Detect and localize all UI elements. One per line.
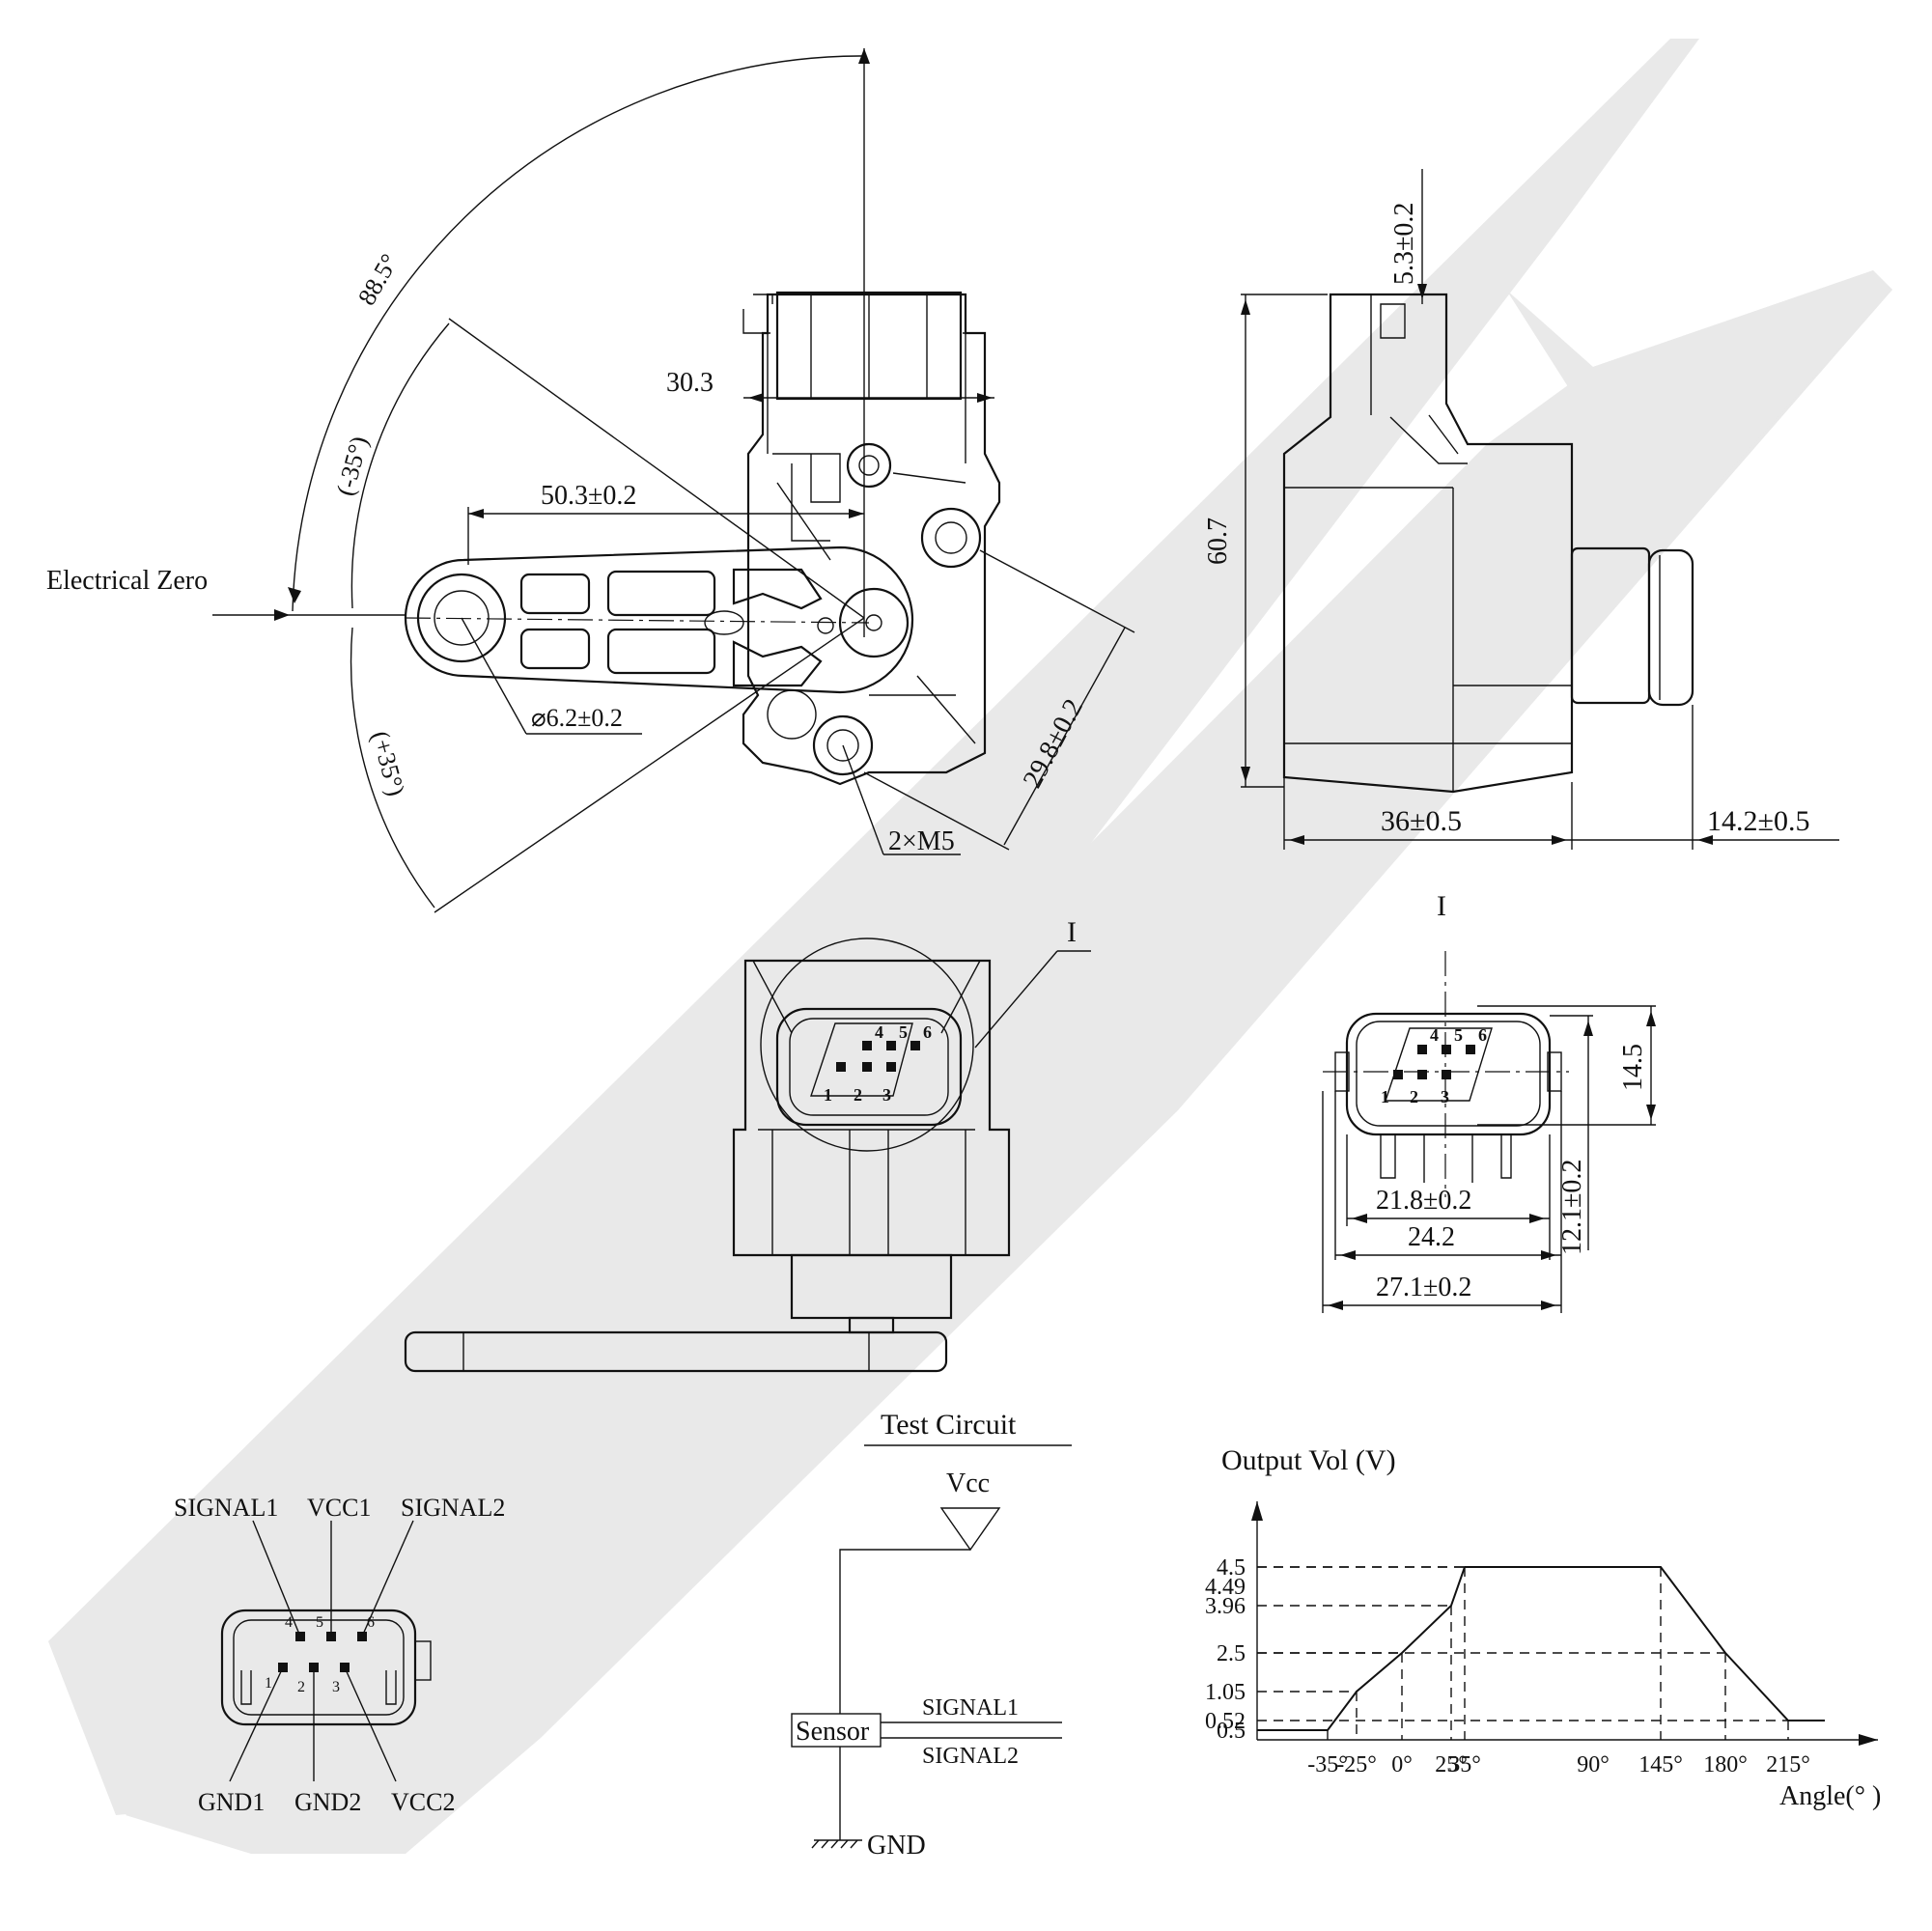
chart-x-tick-5: 90° — [1577, 1752, 1610, 1777]
dim-height: 60.7 — [1203, 518, 1233, 565]
watermark-zenitek — [48, 39, 1892, 1854]
label-angle-plus: (+35°) — [366, 728, 410, 799]
chart-x-label: Angle(° ) — [1779, 1781, 1881, 1811]
test-circuit-title: Test Circuit — [881, 1409, 1017, 1441]
detail-label: I — [1437, 890, 1446, 922]
chart-x-tick-2: 0° — [1391, 1752, 1413, 1777]
chart-y-tick-5: 0.52 — [1205, 1709, 1246, 1734]
side-housing — [1282, 293, 1574, 794]
label-gnd: GND — [867, 1831, 926, 1861]
front-pin-5: 5 — [899, 1022, 908, 1042]
chart-x-tick-1: -25° — [1336, 1752, 1377, 1777]
front-housing — [732, 959, 1011, 1257]
pin-label-vcc2: VCC2 — [391, 1788, 455, 1816]
detail-pin-2: 2 — [1410, 1087, 1418, 1106]
front-detail-label: I — [1067, 916, 1077, 948]
label-angle-minus: (-35°) — [331, 434, 374, 499]
pin-label-signal2: SIGNAL2 — [401, 1494, 505, 1522]
lever-arm — [404, 546, 914, 694]
detail-pin-6: 6 — [1478, 1025, 1487, 1045]
front-view: 4 5 6 1 2 3 I — [404, 916, 1091, 1373]
dim-connector-height: 14.5 — [1618, 1044, 1648, 1091]
chart-y-tick-4: 1.05 — [1205, 1680, 1246, 1705]
label-signal2: SIGNAL2 — [922, 1744, 1019, 1769]
sensor-housing — [742, 293, 1001, 786]
pinout-pin-5: 5 — [316, 1614, 323, 1631]
pinout-pin-1: 1 — [265, 1675, 272, 1692]
arc-plus-35 — [350, 627, 435, 909]
label-sensor: Sensor — [796, 1717, 870, 1747]
dim-connector-w3: 27.1±0.2 — [1376, 1273, 1471, 1302]
dim-connector-w1: 21.8±0.2 — [1376, 1186, 1471, 1216]
chart-y-tick-1: 4.49 — [1205, 1575, 1246, 1600]
front-pin-1: 1 — [824, 1085, 832, 1105]
pinout-pin-6: 6 — [367, 1614, 375, 1631]
sensor-box — [791, 1713, 882, 1748]
detail-pin-1: 1 — [1381, 1087, 1389, 1106]
dim-top-small: 5.3±0.2 — [1389, 203, 1419, 285]
chart-x-tick-6: 145° — [1638, 1752, 1683, 1777]
chart-series-line — [1257, 1566, 1825, 1731]
chart-x-tick-0: -35° — [1307, 1752, 1348, 1777]
dim-lever-length: 50.3±0.2 — [541, 481, 636, 511]
chart-x-tick-3: 25° — [1435, 1752, 1468, 1777]
front-pin-4: 4 — [875, 1022, 883, 1042]
side-view: 60.7 5.3±0.2 36±0.5 14.2±0.5 — [1203, 169, 1839, 850]
label-electrical-zero: Electrical Zero — [46, 566, 208, 596]
detail-connector-pins — [1393, 1045, 1475, 1079]
dim-body-width: 36±0.5 — [1381, 805, 1462, 837]
label-vcc: Vcc — [946, 1469, 990, 1498]
chart-y-tick-3: 2.5 — [1217, 1641, 1246, 1666]
chart-y-ticks: 4.54.493.96 2.5 1.05 0.520.5 — [1205, 1555, 1246, 1744]
pin-label-gnd1: GND1 — [198, 1788, 265, 1816]
ground-symbol — [811, 1839, 858, 1849]
dim-connector-offset: 12.1±0.2 — [1557, 1160, 1587, 1255]
dim-top-width: 30.3 — [666, 368, 714, 398]
front-pin-3: 3 — [882, 1085, 891, 1105]
output-chart: Output Vol (V) 4.54.493.96 2.5 1.05 0.520.5… — [1205, 1444, 1881, 1811]
arc-minus-35 — [350, 322, 450, 609]
chart-x-tick-7: 180° — [1703, 1752, 1748, 1777]
front-connector-pins — [836, 1041, 920, 1072]
test-circuit: Test Circuit Vcc Sensor SIGNAL1 SIGNAL2 … — [791, 1409, 1072, 1861]
chart-title: Output Vol (V) — [1221, 1444, 1396, 1476]
chart-guides — [1257, 1566, 1789, 1740]
front-pin-2: 2 — [854, 1085, 862, 1105]
chart-x-tick-4: 35° — [1448, 1752, 1481, 1777]
connector-detail: I 4 5 6 1 2 3 14.5 — [1322, 890, 1656, 1313]
label-bolt: 2×M5 — [888, 826, 955, 856]
pin-label-gnd2: GND2 — [294, 1788, 361, 1816]
pinout-pin-2: 2 — [297, 1679, 305, 1695]
front-pin-6: 6 — [923, 1022, 932, 1042]
label-signal1: SIGNAL1 — [922, 1695, 1019, 1721]
chart-y-tick-0: 4.5 — [1217, 1555, 1246, 1581]
dim-connector-w2: 24.2 — [1408, 1222, 1455, 1252]
vcc-symbol — [939, 1507, 1001, 1552]
chart-x-ticks: -35°-25° 0° 25°35° 90° 145° 180° 215° — [1307, 1752, 1810, 1777]
pinout-pin-3: 3 — [332, 1679, 340, 1695]
label-angle-total: 88.5° — [352, 249, 404, 310]
detail-pin-3: 3 — [1441, 1087, 1449, 1106]
arc-88-5 — [292, 55, 865, 612]
detail-pin-4: 4 — [1430, 1025, 1439, 1045]
chart-y-tick-6: 0.5 — [1217, 1719, 1246, 1744]
detail-pin-5: 5 — [1454, 1025, 1463, 1045]
pin-label-vcc1: VCC1 — [307, 1494, 371, 1522]
chart-y-tick-2: 3.96 — [1205, 1594, 1246, 1619]
dim-hole-diameter: ⌀6.2±0.2 — [531, 704, 623, 732]
chart-x-tick-8: 215° — [1766, 1752, 1810, 1777]
pinout-pin-4: 4 — [285, 1614, 293, 1631]
dim-connector-width: 14.2±0.5 — [1707, 805, 1809, 837]
pin-label-signal1: SIGNAL1 — [174, 1494, 278, 1522]
pinout-diagram: 4 5 6 1 2 3 SIGNAL1 VCC1 SIGNAL2 GND1 GN… — [174, 1494, 505, 1816]
